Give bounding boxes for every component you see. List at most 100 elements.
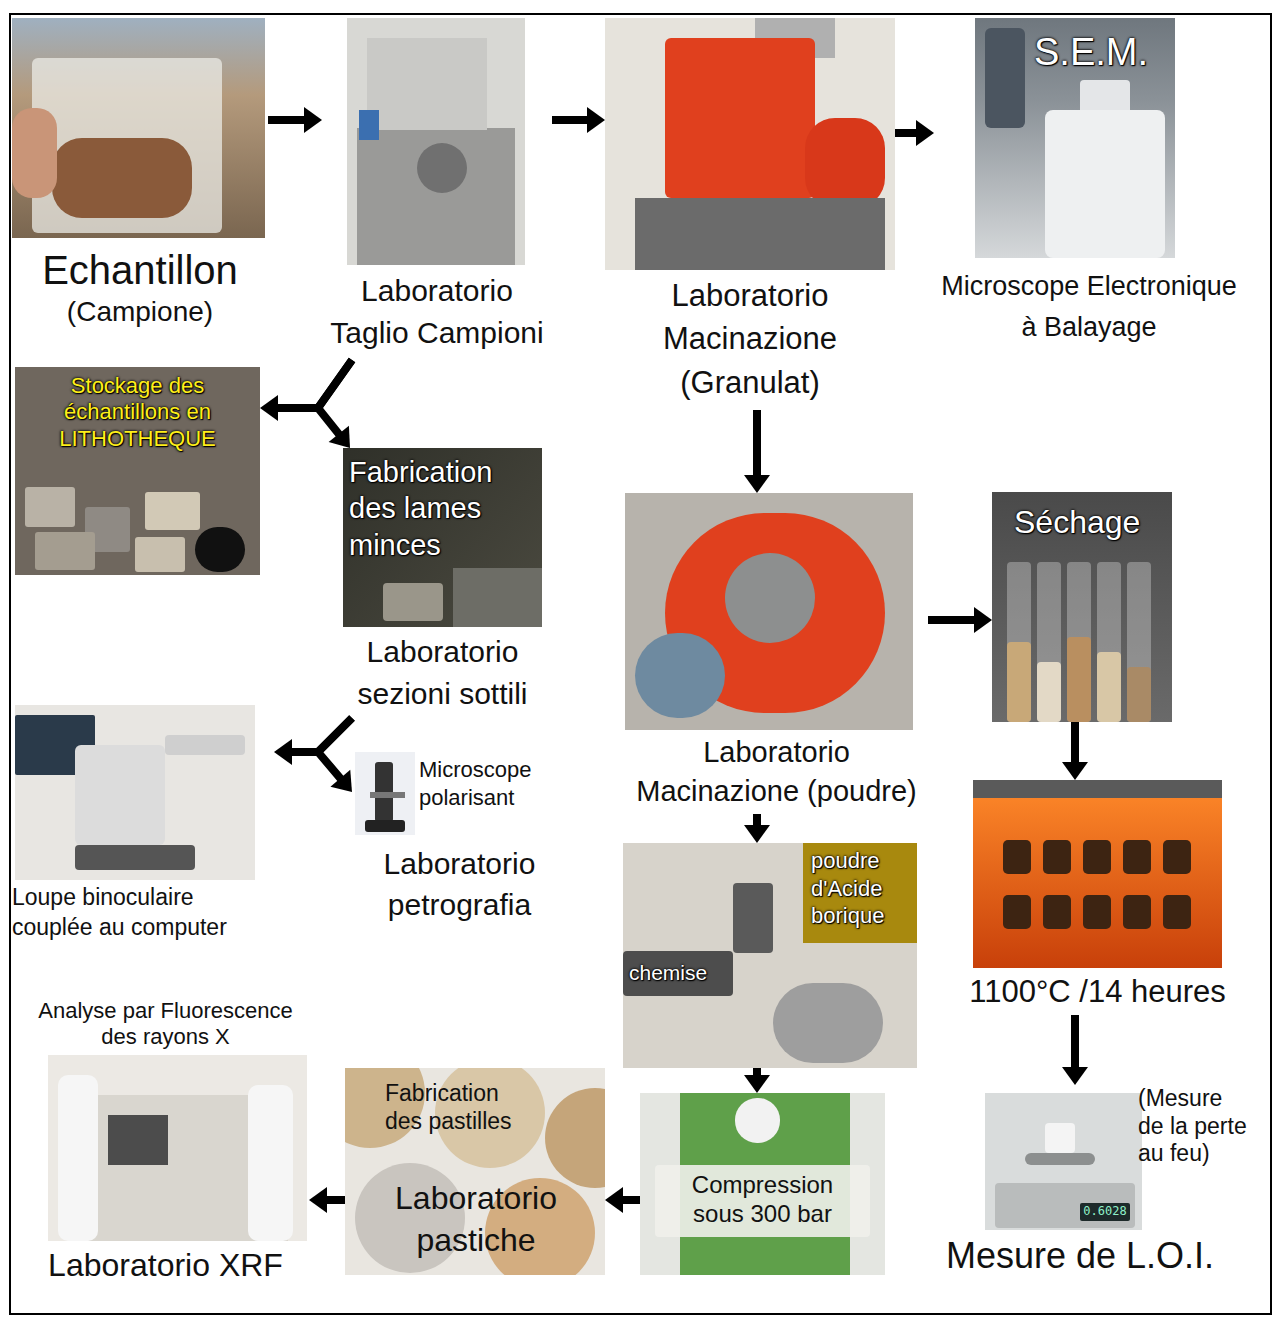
- overlay-label: poudre d'Acide borique: [811, 847, 913, 930]
- photo-detail: [58, 1075, 98, 1241]
- photo-detail: [1043, 840, 1071, 874]
- text-slot: Laboratorio sezioni sottili: [335, 631, 550, 715]
- text-slot: Analyse par Fluorescence des rayons X: [22, 998, 309, 1051]
- photo-illustration: [973, 780, 1222, 968]
- flow-arrow: [1062, 1015, 1088, 1085]
- text-slot: Laboratorio Taglio Campioni: [322, 270, 552, 354]
- flow-arrow: [318, 360, 352, 448]
- photo-detail: [195, 527, 245, 572]
- balance-readout: 0.6028: [1082, 1203, 1128, 1219]
- label-slot: 0.6028: [1082, 1203, 1128, 1219]
- caption: 1100°C /14 heures: [965, 972, 1230, 1012]
- thin-section-photo: Fabrication des lames mincesLaboratorio …: [335, 448, 550, 718]
- text-slot: S.E.M.: [1034, 28, 1174, 77]
- photo-detail: [1025, 1153, 1095, 1165]
- photo-detail: [370, 792, 405, 798]
- text-slot: Stockage des échantillons en LITHOTHEQUE: [20, 373, 255, 452]
- polarizing-microscope-icon: Microscope polarisantLaboratorio petrogr…: [352, 748, 567, 938]
- overlay-label: chemise: [629, 959, 729, 986]
- photo-detail: [1123, 840, 1151, 874]
- text-slot: Compression sous 300 bar: [665, 1171, 860, 1229]
- xrf-photo: Analyse par Fluorescence des rayons X Lab…: [22, 998, 309, 1289]
- photo-detail: [545, 1088, 605, 1188]
- arrow-head: [1062, 762, 1088, 780]
- photo-detail: [1045, 110, 1165, 258]
- flow-arrow: [744, 1068, 770, 1093]
- text-slot: Laboratorio pastiche: [390, 1178, 562, 1261]
- photo-detail: [635, 633, 725, 718]
- caption: Laboratorio XRF: [22, 1245, 309, 1287]
- flow-arrow: [744, 814, 770, 843]
- text-slot: Echantillon: [12, 244, 268, 296]
- arrow-head: [587, 107, 605, 133]
- text-slot: (Campione): [12, 294, 268, 330]
- arrow-shaft: [928, 616, 976, 624]
- photo-detail: [1007, 642, 1031, 722]
- photo-detail: [1043, 895, 1071, 929]
- grinding-lab-photo: Laboratorio Macinazione (Granulat): [605, 18, 895, 410]
- photo-detail: [145, 492, 200, 530]
- photo-detail: [35, 532, 95, 570]
- text-slot: Microscope Electronique à Balayage: [934, 266, 1244, 347]
- arrow-head: [274, 739, 292, 765]
- arrow-head: [744, 475, 770, 493]
- arrow-head: [916, 120, 934, 146]
- photo-detail: [1067, 637, 1091, 722]
- arrow-shaft: [1071, 1015, 1079, 1069]
- text-slot: Microscope polarisant: [419, 756, 565, 811]
- caption: Mesure de L.O.I.: [930, 1233, 1230, 1280]
- powder-mill-photo: Laboratorio Macinazione (poudre): [625, 493, 928, 814]
- photo-illustration: [12, 18, 265, 238]
- text-slot: 1100°C /14 heures: [965, 972, 1230, 1012]
- photo-detail: [1045, 1123, 1075, 1153]
- photo-detail: [665, 38, 815, 198]
- caption: Analyse par Fluorescence des rayons X: [22, 998, 309, 1051]
- furnace-photo: 1100°C /14 heures: [965, 780, 1230, 1015]
- photo-detail: [1123, 895, 1151, 929]
- photo-detail: [1127, 667, 1151, 722]
- text-slot: (Mesure de la perte au feu): [1138, 1085, 1254, 1168]
- text-slot: Séchage: [1014, 502, 1164, 544]
- overlay-label: Séchage: [1014, 502, 1164, 544]
- text-slot: Loupe binoculaire couplée au computer: [12, 883, 274, 943]
- photo-illustration: [347, 18, 525, 265]
- arrow-shaft: [325, 1196, 345, 1204]
- arrow-head: [744, 1075, 770, 1093]
- photo-detail: [1003, 840, 1031, 874]
- flow-arrow: [1062, 722, 1088, 780]
- photo-detail: [359, 110, 379, 140]
- photo-illustration: [355, 752, 415, 835]
- photo-illustration: [605, 18, 895, 270]
- arrow-shaft: [753, 410, 761, 477]
- photo-detail: [417, 143, 467, 193]
- photo-detail: [135, 537, 185, 572]
- photo-detail: [165, 735, 245, 755]
- photo-illustration: [15, 705, 255, 880]
- sample-photo: Echantillon(Campione): [12, 18, 268, 334]
- balance-photo: (Mesure de la perte au feu) Mesure de L.O…: [930, 1085, 1265, 1282]
- arrow-shaft: [318, 718, 352, 780]
- overlay-label: Laboratorio pastiche: [390, 1178, 562, 1261]
- photo-detail: [1083, 840, 1111, 874]
- photo-detail: [805, 118, 885, 208]
- photo-detail: [108, 1115, 168, 1165]
- text-slot: Laboratorio Macinazione (poudre): [625, 733, 928, 811]
- arrow-head: [744, 825, 770, 843]
- sem-photo: S.E.M. Microscope Electronique à Balayage: [934, 18, 1244, 360]
- text-slot: Fabrication des lames minces: [349, 454, 529, 563]
- photo-illustration: [625, 493, 913, 730]
- photo-detail: [773, 983, 883, 1063]
- photo-detail: [75, 745, 165, 845]
- caption: Laboratorio petrografia: [352, 844, 567, 925]
- arrow-head: [330, 770, 352, 792]
- photo-illustration: [48, 1055, 307, 1241]
- overlay-label: S.E.M.: [1034, 28, 1174, 77]
- photo-detail: [1083, 895, 1111, 929]
- photo-detail: [1163, 840, 1191, 874]
- lithotheque-photo: Stockage des échantillons en LITHOTHEQUE: [15, 367, 260, 575]
- cutting-lab-photo: Laboratorio Taglio Campioni: [322, 18, 552, 360]
- flow-arrow: [318, 718, 352, 792]
- flow-arrow: [605, 1187, 640, 1213]
